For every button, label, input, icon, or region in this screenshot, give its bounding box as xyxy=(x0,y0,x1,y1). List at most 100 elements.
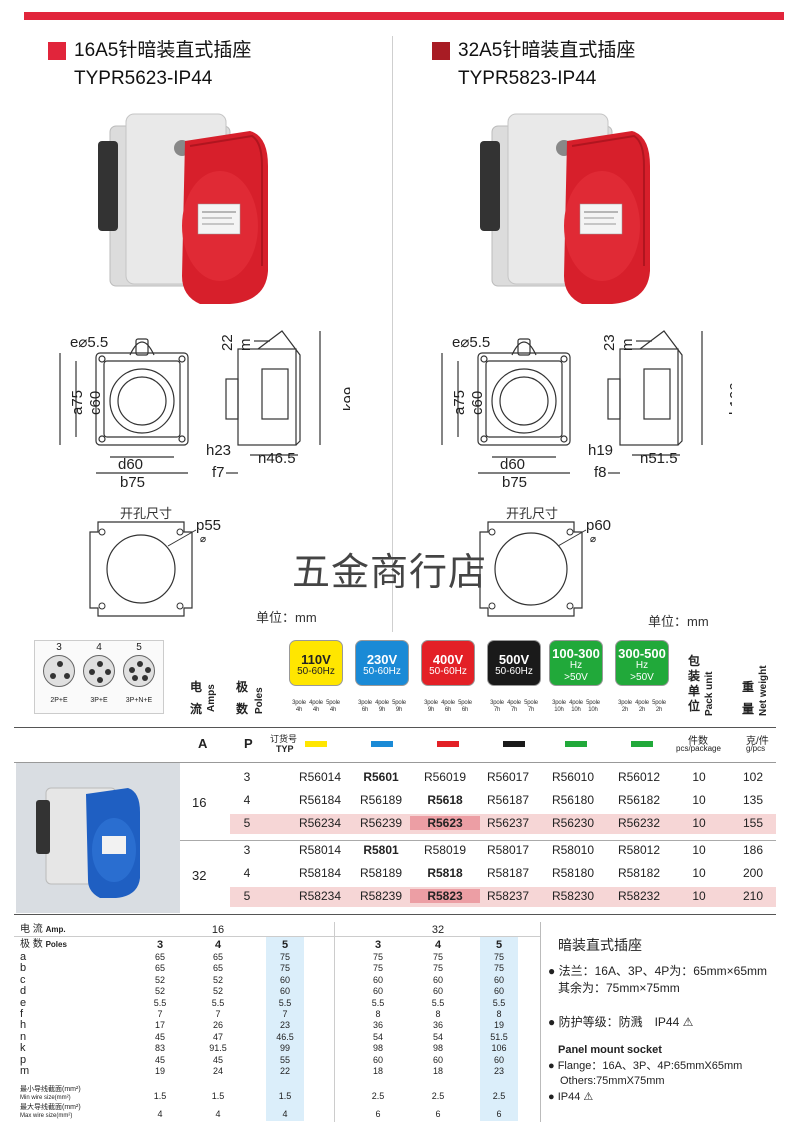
spec-value: 2.5 xyxy=(492,1091,506,1101)
order-code: R56230 xyxy=(551,816,595,830)
voltage-extra: >50V xyxy=(564,672,588,683)
pin-number: 3 xyxy=(56,642,62,653)
spec-value: 18 xyxy=(432,1066,443,1076)
group-amp: 32 xyxy=(192,868,207,883)
title-marker-left xyxy=(48,42,66,60)
spec-value: 52 xyxy=(212,974,223,985)
pin-name: 3P+E xyxy=(90,697,108,704)
pole-hour-item: 5pole 6h xyxy=(458,700,472,713)
voltage-color-bar xyxy=(371,741,393,747)
spec-key: d xyxy=(20,985,26,997)
g-cn: 克/件 xyxy=(746,736,769,747)
row-weight: 155 xyxy=(742,816,764,830)
pin-icon xyxy=(50,673,57,679)
spec-value: 45 xyxy=(154,1054,165,1065)
spec-amp-label-cn: 电 流 xyxy=(20,924,43,935)
spec-value: 75 xyxy=(279,952,290,962)
amps-cn: 电流 xyxy=(190,680,203,716)
g-en: g/pcs xyxy=(746,744,766,753)
pin-icon xyxy=(97,677,103,683)
spec-value: 54 xyxy=(372,1031,383,1042)
left-cutout-label: 开孔尺寸 xyxy=(120,506,173,521)
spec-value: 75 xyxy=(372,963,383,974)
dim-n: n51.5 xyxy=(640,450,678,467)
pin-icon xyxy=(141,675,148,682)
spec-value: 6 xyxy=(375,1109,381,1119)
dim-p-sub: ⌀ xyxy=(200,534,206,545)
spec-value: 98 xyxy=(432,1043,443,1054)
pole-hours: 3pole 4h4pole 4h5pole 4h xyxy=(289,700,343,714)
spec-value: 22 xyxy=(279,1066,290,1076)
order-code: R56232 xyxy=(617,816,661,830)
voltage-value: 110V xyxy=(301,652,331,667)
order-code: R56017 xyxy=(486,770,530,784)
pole-hour-item: 5pole 9h xyxy=(392,700,406,713)
blue-product-photo xyxy=(36,787,140,898)
group-amp: 16 xyxy=(192,795,207,810)
pin-name: 3P+N+E xyxy=(125,697,153,704)
right-unit-label: 单位：mm xyxy=(648,614,709,629)
spec-key-text: f xyxy=(20,1008,24,1020)
order-code: R5818 xyxy=(427,866,463,880)
warning-icon: ⚠ xyxy=(682,1015,694,1029)
spec-divider xyxy=(334,922,335,1122)
spec-value: 5.5 xyxy=(431,997,445,1008)
pin-icon xyxy=(57,661,63,667)
dim-k: k99 xyxy=(341,387,350,411)
spec-value: 5.5 xyxy=(371,997,385,1008)
order-code: R56189 xyxy=(359,793,403,807)
pcs-cn: 件数 xyxy=(688,736,708,747)
order-code: R58012 xyxy=(617,843,661,857)
spec-pole: 4 xyxy=(434,939,442,951)
typ-label: TYP xyxy=(276,744,294,754)
left-title: 16A5针暗装直式插座 xyxy=(74,40,252,61)
spec-key: 最大导线截面(mm²)Max wire size(mm²) xyxy=(20,1104,81,1120)
row-weight: 210 xyxy=(742,889,764,903)
dim-b: b75 xyxy=(502,474,527,491)
dim-k: k106 xyxy=(727,382,732,415)
spec-value: 6 xyxy=(496,1109,502,1119)
spec-value: 60 xyxy=(493,974,504,985)
spec-value: 7 xyxy=(215,1009,221,1019)
order-bottom-line xyxy=(14,914,776,915)
voltage-color-bar xyxy=(631,741,653,747)
pin-icon xyxy=(89,669,95,675)
poles-en: Poles xyxy=(254,687,265,714)
spec-key: c xyxy=(20,974,26,986)
pole-hour-item: 4pole 7h xyxy=(507,700,521,713)
dim-b: b75 xyxy=(120,474,145,491)
spec-value: 99 xyxy=(279,1043,290,1054)
order-code: R58234 xyxy=(298,889,342,903)
group-divider xyxy=(180,840,776,841)
pack-cn: 包装单位 xyxy=(688,654,701,713)
spec-key-text: c xyxy=(20,973,26,986)
spec-value: 54 xyxy=(432,1031,443,1042)
pin-name: 2P+E xyxy=(50,697,68,704)
order-cn: 订货号 xyxy=(270,734,298,744)
spec-value: 60 xyxy=(372,974,383,985)
pcs-en: pcs/package xyxy=(676,744,721,753)
spec-poles-label: 极 数 Poles xyxy=(20,939,67,951)
right-cutout-label: 开孔尺寸 xyxy=(506,506,559,521)
row-weight: 135 xyxy=(742,793,764,807)
spec-key: b xyxy=(20,962,26,974)
highlight-row xyxy=(230,887,776,907)
spec-value: 17 xyxy=(154,1020,165,1031)
spec-value: 60 xyxy=(493,1054,504,1065)
pole-hours: 3pole 2h4pole 2h5pole 2h xyxy=(615,700,669,714)
left-dimension-drawing: e⌀5.5 a75 c60 d60 b75 22 m k99 h23 n46.5… xyxy=(59,330,350,491)
spec-value: 60 xyxy=(432,974,443,985)
order-code: R56237 xyxy=(486,816,530,830)
spec-key-text: m xyxy=(20,1065,30,1077)
voltage-extra: >50V xyxy=(630,672,654,683)
spec-value: 106 xyxy=(491,1043,507,1054)
spec-value: 2.5 xyxy=(431,1091,445,1101)
dim-m-label: m xyxy=(237,339,254,352)
order-code: R56234 xyxy=(298,816,342,830)
header-line xyxy=(14,727,776,728)
pack-en: Pack unit xyxy=(704,671,715,716)
spec-value: 52 xyxy=(154,986,165,997)
order-code: R5618 xyxy=(427,793,463,807)
dim-f: f7 xyxy=(212,464,225,481)
